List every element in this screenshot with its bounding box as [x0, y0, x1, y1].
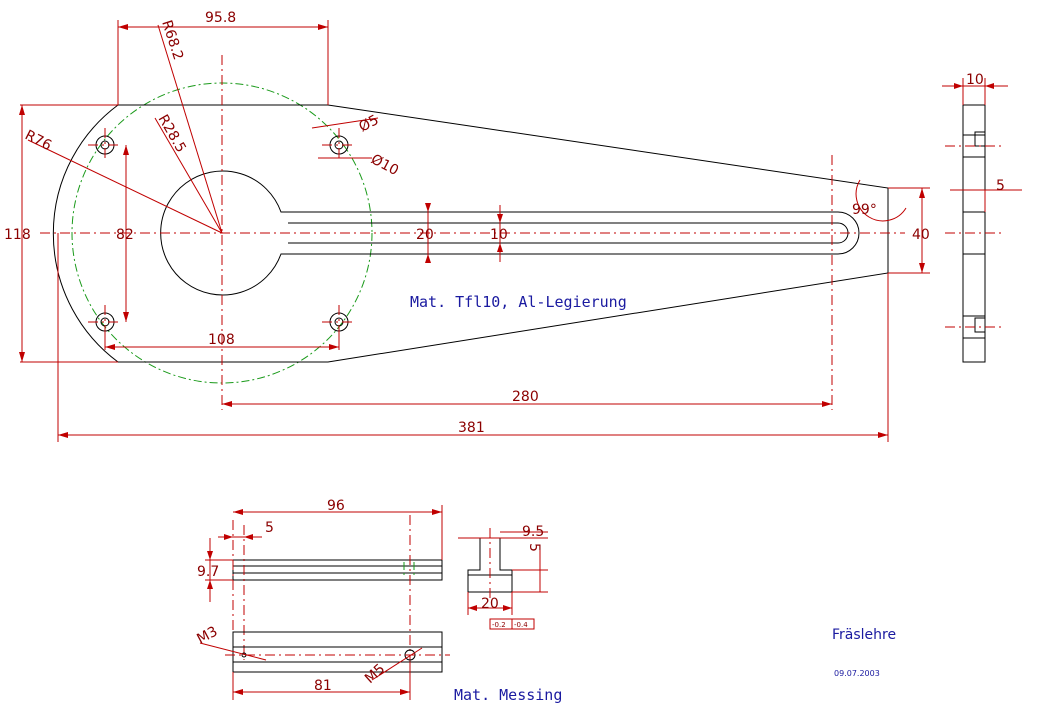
dim-108: 108: [208, 332, 235, 348]
dim-5-offset: 5: [265, 520, 274, 536]
dim-m3: M3: [194, 624, 220, 648]
dim-381: 381: [458, 420, 485, 436]
dim-5-height: 5: [526, 543, 542, 552]
center-lines: [40, 55, 905, 410]
dim-slot-20: 20: [416, 227, 434, 243]
tol-b: -0.4: [514, 621, 528, 629]
dim-hole-10: Ø10: [368, 151, 401, 179]
dim-9-7: 9.7: [197, 564, 219, 580]
profile-part: 9.5 5 20 -0.2 -0.4: [458, 524, 548, 630]
dim-side-10: 10: [966, 72, 984, 88]
dim-slot-10: 10: [490, 227, 508, 243]
dim-9-5: 9.5: [522, 524, 544, 540]
dim-r28-5: R28.5: [155, 112, 189, 155]
dim-82: 82: [116, 227, 134, 243]
dim-20-width: 20: [481, 596, 499, 612]
bore-and-slot: [160, 170, 860, 296]
dim-280: 280: [512, 389, 539, 405]
main-material-note: Mat. Tfl10, Al-Legierung: [410, 293, 627, 311]
dim-side-5: 5: [996, 178, 1005, 194]
dim-angle-99: 99°: [852, 202, 877, 218]
plate-part: M3 M5 81 Mat. Messing: [194, 624, 562, 704]
dim-118: 118: [4, 227, 31, 243]
dim-hole-5: Ø5: [356, 112, 381, 135]
dim-95-8: 95.8: [205, 10, 236, 26]
bar-part: 96 5 9.7: [197, 498, 443, 690]
main-dimensions: [19, 20, 930, 442]
main-part: 95.8 R68.2 R28.5 R76 Ø5 Ø10 118 82 20 10…: [4, 10, 930, 442]
dim-m5: M5: [362, 661, 388, 687]
side-view: 10 5: [942, 72, 1022, 363]
tol-a: -0.2: [492, 621, 506, 629]
dim-40: 40: [912, 227, 930, 243]
drawing-title: Fräslehre: [832, 627, 896, 643]
dim-96: 96: [327, 498, 345, 514]
dim-81: 81: [314, 678, 332, 694]
bottom-material-note: Mat. Messing: [454, 686, 562, 704]
drawing-date: 09.07.2003: [834, 669, 880, 678]
